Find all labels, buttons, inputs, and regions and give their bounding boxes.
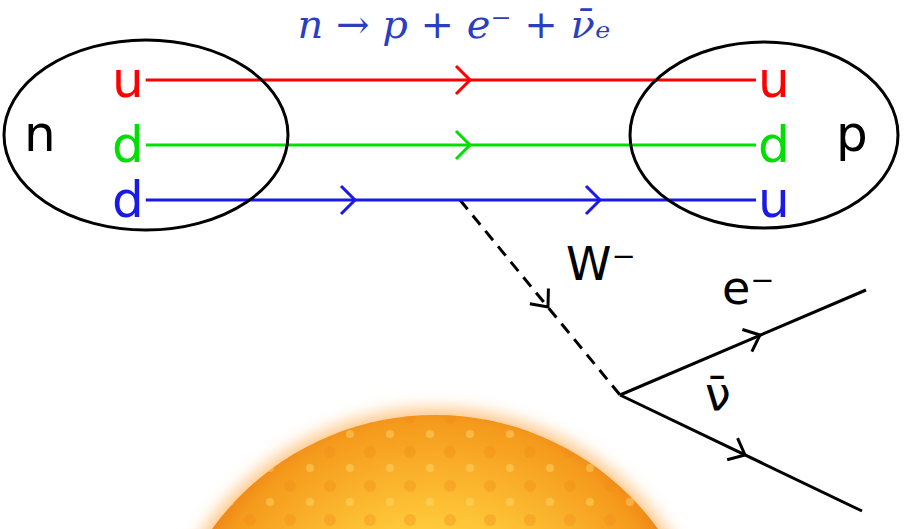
particle-label: ν̄ (705, 368, 731, 420)
particle-name: p (836, 106, 868, 162)
quark: u (112, 52, 144, 108)
quark-line (146, 186, 756, 214)
quark-letter: d (112, 172, 144, 228)
quark-letter: d (112, 117, 144, 173)
quark-letter: u (758, 52, 790, 108)
proton-ellipse: pudu (628, 40, 900, 230)
sun (153, 408, 717, 529)
quark-line (146, 66, 756, 94)
antineutrino-line (620, 395, 862, 511)
quark-letter: u (112, 52, 144, 108)
boson-label: W⁻ (566, 238, 636, 290)
quark-letter: d (758, 117, 790, 173)
quark: u (758, 172, 790, 228)
quark-line (146, 131, 756, 159)
quark: d (112, 172, 144, 228)
particle-label: e⁻ (722, 262, 775, 314)
particle-name: n (24, 106, 56, 162)
w-boson-line (460, 200, 620, 395)
neutron-ellipse: nudd (2, 38, 290, 232)
quark: d (112, 117, 144, 173)
quark: d (758, 117, 790, 173)
quark: u (758, 52, 790, 108)
quark-letter: u (758, 172, 790, 228)
